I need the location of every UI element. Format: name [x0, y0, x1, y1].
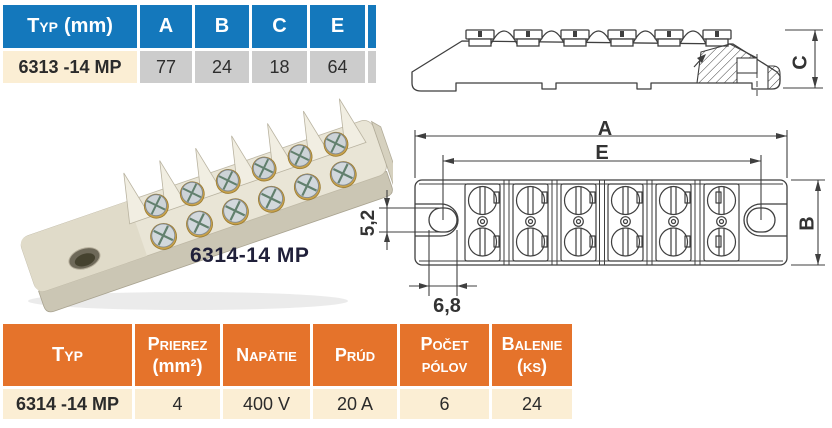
side-view-screws [465, 29, 732, 47]
spec-header-balenie: Balenie (ks) [492, 324, 572, 386]
dimensions-table: Typ (mm) A B C E 6313 -14 MP 77 24 18 64 [3, 5, 376, 86]
dimensions-table-header-row: Typ (mm) A B C E [3, 5, 376, 48]
header-b: B [195, 5, 249, 48]
header-typ-label: Typ [27, 15, 58, 37]
cell-e: 64 [310, 51, 365, 83]
spec-header-prud-label: Prúd [334, 344, 376, 365]
spec-header-pocet-sub: pólov [421, 356, 468, 376]
terminal-screws [143, 131, 357, 250]
spec-cell-napatie: 400 V [223, 389, 310, 419]
spec-data-row: 6314 -14 MP 4 400 V 20 A 6 24 [3, 389, 572, 419]
header-typ-unit: (mm) [64, 15, 113, 37]
spec-header-balenie-unit: (ks) [516, 356, 548, 376]
cell-a: 77 [140, 51, 192, 83]
spec-cell-prierez: 4 [135, 389, 220, 419]
pole-dividers [503, 180, 701, 265]
product-photo [20, 98, 393, 313]
dim-label-c: C [789, 55, 812, 70]
cell-type: 6313 -14 MP [3, 51, 137, 83]
header-a: A [140, 5, 192, 48]
specifications-table: Typ Prierez (mm²) Napätie Prúd Počet pól… [3, 324, 572, 422]
spec-header-prierez-label: Prierez [147, 333, 208, 354]
spec-cell-pocet: 6 [400, 389, 489, 419]
dim-label-e: E [595, 142, 609, 164]
spec-header-typ: Typ [3, 324, 132, 386]
header-e: E [310, 5, 365, 48]
spec-header-napatie-label: Napätie [236, 344, 297, 365]
pole-sections [464, 183, 740, 262]
spec-header-row: Typ Prierez (mm²) Napätie Prúd Počet pól… [3, 324, 572, 386]
spec-header-typ-label: Typ [52, 343, 83, 366]
cell-edge-fragment [368, 51, 376, 83]
dim-label-a: A [597, 118, 613, 140]
hatched-section [693, 43, 781, 97]
spec-header-balenie-label: Balenie [501, 333, 563, 354]
spec-header-napatie: Napätie [223, 324, 310, 386]
cell-c: 18 [252, 51, 307, 83]
side-view-screw-slots [478, 31, 719, 37]
spec-cell-balenie: 24 [492, 389, 572, 419]
top-view-drawing [379, 130, 825, 296]
spec-header-prierez: Prierez (mm²) [135, 324, 220, 386]
spec-cell-prud: 20 A [313, 389, 397, 419]
dimension-arrows [384, 133, 821, 289]
photo-caption: 6314-14 MP [190, 244, 310, 267]
spec-header-pocet: Počet pólov [400, 324, 489, 386]
header-typ-mm: Typ (mm) [3, 5, 137, 48]
dim-label-6-8: 6,8 [433, 295, 461, 317]
side-view-drawing [411, 29, 823, 97]
right-mounting-hole [743, 203, 787, 237]
header-edge-fragment [368, 5, 376, 48]
header-c: C [252, 5, 307, 48]
cell-b: 24 [195, 51, 249, 83]
dim-label-b: B [796, 216, 819, 231]
dim-label-5-2: 5,2 [358, 209, 379, 237]
terminal-block [20, 98, 393, 313]
dimension-lines [379, 130, 825, 296]
dim-c-arrows [812, 30, 818, 88]
photo-shadow [28, 292, 348, 310]
spec-header-prud: Prúd [313, 324, 397, 386]
dimensions-table-data-row: 6313 -14 MP 77 24 18 64 [3, 51, 376, 83]
spec-cell-typ: 6314 -14 MP [3, 389, 132, 419]
left-mounting-hole [415, 203, 459, 237]
spec-header-prierez-unit: (mm²) [152, 356, 203, 376]
spec-header-pocet-label: Počet [420, 333, 469, 354]
separator-fins [123, 98, 367, 225]
